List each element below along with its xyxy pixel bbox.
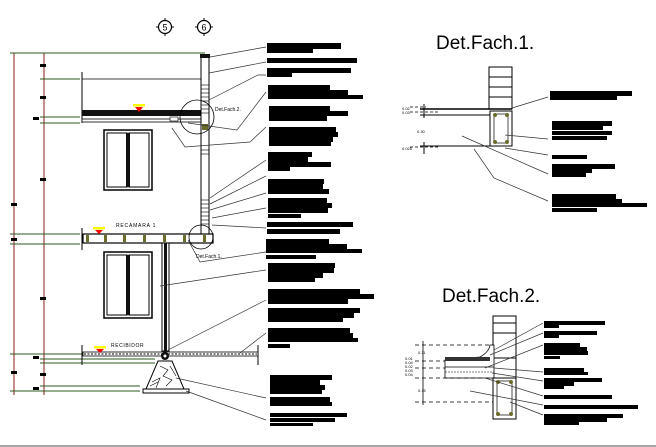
callout-det-fach-2: Det.Fach.2. <box>215 107 241 113</box>
dimension-lines <box>11 53 46 395</box>
dimension-label: 0.025 <box>402 146 413 151</box>
lower-column <box>161 242 170 352</box>
room-label-recibidor: RECIBIDOR <box>111 343 144 349</box>
level-marker <box>94 346 106 353</box>
dimension-label: 0.03 <box>402 110 411 115</box>
dimension-label: 0.30 <box>417 129 426 134</box>
detail-title: Det.Fach.2. <box>442 286 540 307</box>
dimension-label: 0.02 <box>405 364 414 369</box>
axis-marker-6: 6 <box>195 18 213 36</box>
roof-slab <box>81 72 205 123</box>
level-marker <box>133 104 145 112</box>
redacted-notes-main <box>266 43 374 426</box>
upper-wall: Det.Fach.2. <box>179 54 241 236</box>
axis-label: 6 <box>201 23 206 33</box>
ground-slab: RECIBIDOR <box>81 343 259 365</box>
dimension-label: 0.04 <box>405 372 414 377</box>
window-lower <box>103 251 153 319</box>
mid-slab: Det.Fach.1. RECAMARA 1 <box>81 223 222 260</box>
room-label-recamara: RECAMARA 1 <box>116 223 156 229</box>
level-marker <box>93 227 105 234</box>
dimension-label: 0.11 <box>418 350 426 355</box>
dimension-label: 0.01 <box>405 356 414 361</box>
leader-lines <box>159 46 267 421</box>
stone-footing <box>142 360 190 394</box>
detail-fach-2: Det.Fach.2. 0.11 0.01 0.04 0.02 0.03 0.0… <box>405 286 638 425</box>
axis-marker-5: 5 <box>156 18 174 36</box>
callout-det-fach-1: Det.Fach.1. <box>196 254 222 260</box>
dimension-label: 0.04 <box>405 360 414 365</box>
level-lines <box>10 52 205 392</box>
detail-fach-1: Det.Fach.1. 0.02 0.03 0.30 0.025 <box>402 33 647 212</box>
dimension-label: 0.03 <box>405 368 414 373</box>
window-upper <box>103 129 153 191</box>
detail-title: Det.Fach.1. <box>436 33 534 54</box>
dimension-label: 0.15 <box>418 388 427 393</box>
dimension-label: 0.02 <box>402 106 411 111</box>
axis-label: 5 <box>162 23 167 33</box>
